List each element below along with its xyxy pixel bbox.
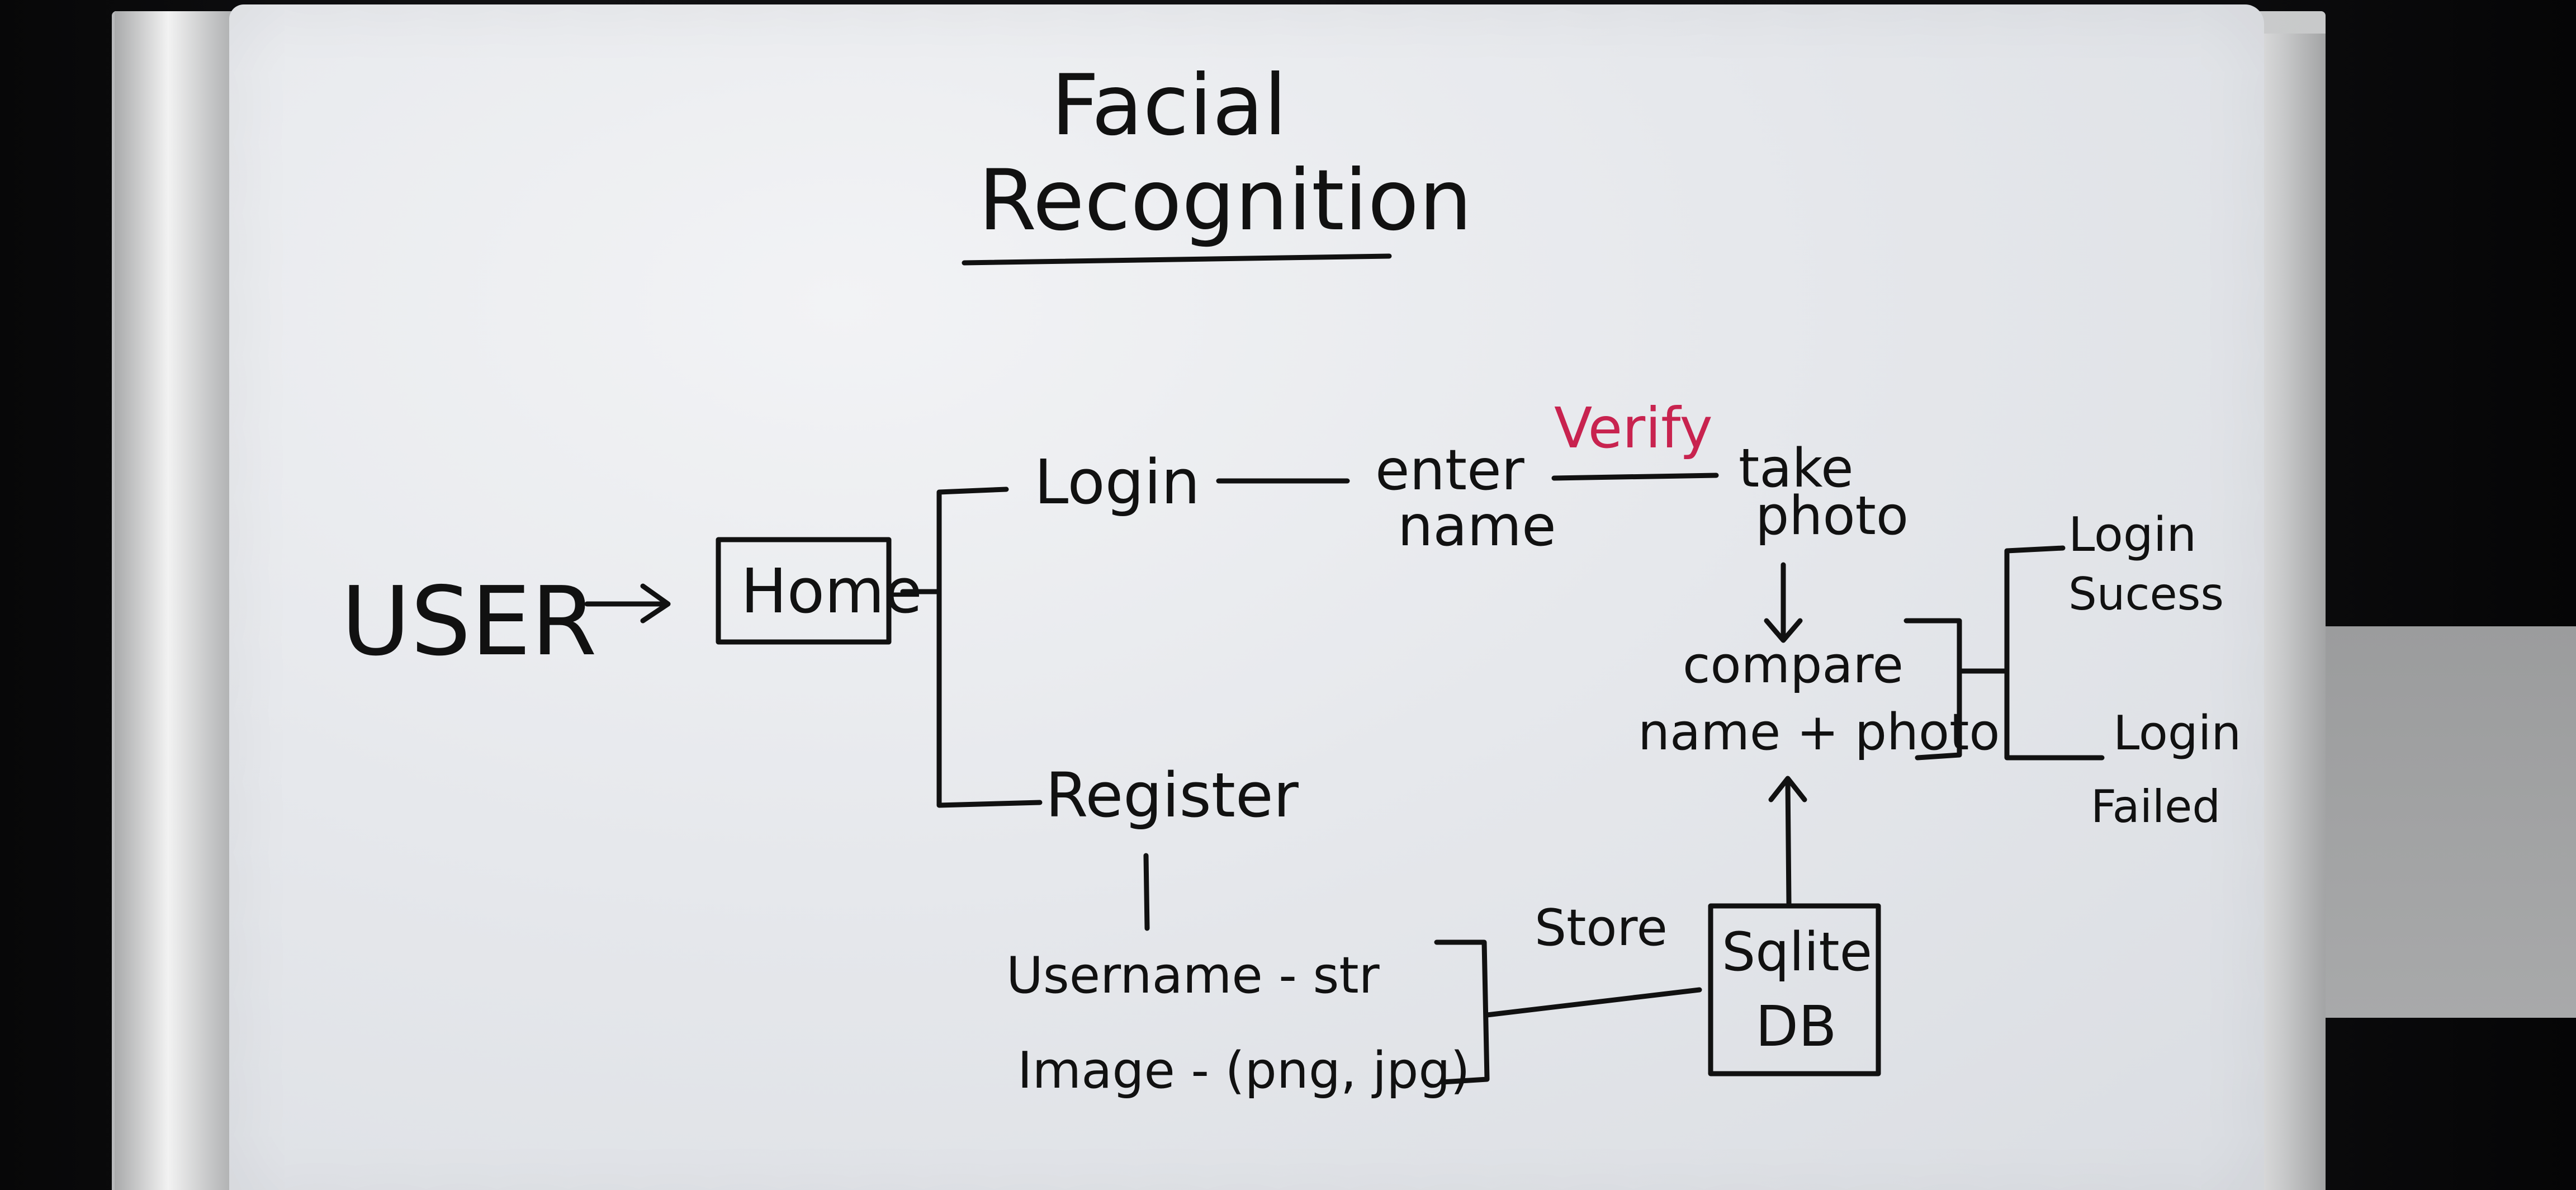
- title-underline: [962, 253, 1392, 266]
- login-label: Login: [1034, 446, 1200, 518]
- username-field-label: Username - str: [1006, 946, 1380, 1005]
- whiteboard-surface: [229, 4, 2264, 1190]
- login-failed-label-1: Login: [2113, 706, 2241, 761]
- db-box: [1708, 903, 1881, 1076]
- enter-label: enter: [1375, 437, 1525, 503]
- user-label: USER: [341, 566, 597, 677]
- photo-label: photo: [1755, 485, 1909, 547]
- home-label: Home: [741, 555, 922, 627]
- compare-detail-label: name + photo: [1638, 703, 2000, 762]
- take-label: take: [1739, 438, 1854, 499]
- db-label-2: DB: [1755, 994, 1837, 1059]
- home-box: [716, 537, 892, 645]
- photo-to-compare-arrow: [1764, 562, 1803, 643]
- register-label: Register: [1045, 759, 1299, 831]
- login-success-label-2: Sucess: [2068, 568, 2224, 620]
- db-to-compare-arrow: [1768, 776, 1807, 906]
- left-frame-rail: [115, 11, 249, 1190]
- compare-label: compare: [1683, 636, 1903, 695]
- verify-connector: [1551, 473, 1719, 481]
- register-connector: [1143, 853, 1150, 931]
- fields-bracket: [1434, 939, 1702, 1085]
- login-success-label-1: Login: [2068, 507, 2196, 563]
- background-wall: [2281, 626, 2576, 1018]
- user-arrow: [584, 583, 671, 624]
- store-label: Store: [1535, 899, 1668, 957]
- home-branch-bracket: [900, 487, 1043, 808]
- db-label-1: Sqlite: [1722, 922, 1872, 983]
- name-label: name: [1398, 493, 1556, 559]
- image-field-label: Image - (png, jpg): [1017, 1041, 1470, 1100]
- title-line-2: Recognition: [978, 152, 1472, 249]
- login-failed-label-2: Failed: [2091, 781, 2220, 833]
- result-branch-bracket: [1903, 545, 2105, 761]
- verify-label: Verify: [1554, 395, 1713, 461]
- title-line-1: Facial: [1051, 57, 1287, 154]
